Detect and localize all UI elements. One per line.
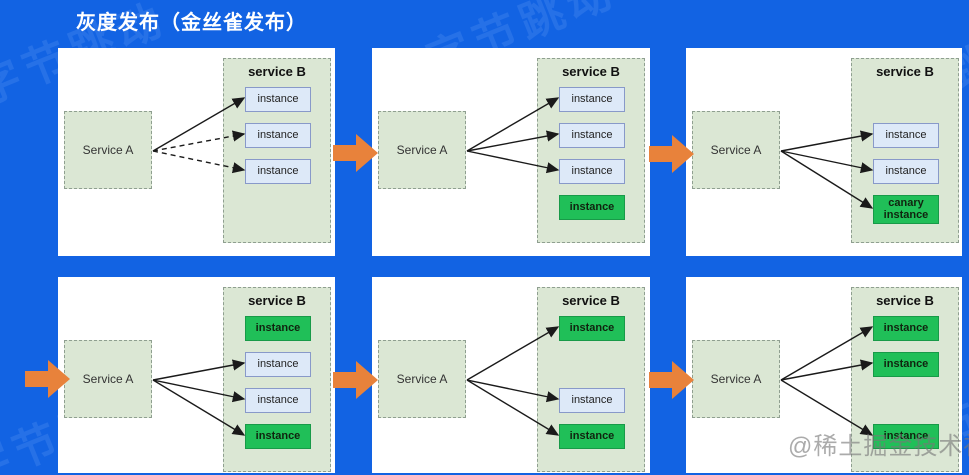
instance-box-blue: instance	[245, 159, 311, 184]
instance-box-blue: instance	[245, 352, 311, 377]
service-b-group: service B instance instance instance	[223, 58, 331, 243]
flow-step1-to-step2-icon	[333, 134, 378, 172]
service-a-box: Service A	[64, 111, 152, 189]
panel-step-5: Service A service B instance instance instan…	[372, 277, 650, 473]
page-title: 灰度发布（金丝雀发布）	[76, 12, 307, 34]
instance-box-green: instance	[873, 424, 939, 449]
service-b-label: service B	[562, 293, 620, 308]
service-a-box: Service A	[692, 111, 780, 189]
service-a-box: Service A	[378, 111, 466, 189]
canary-instance-box-green: canary instance	[873, 195, 939, 224]
instance-box-blue: instance	[873, 159, 939, 184]
service-b-group: service B instance instance canary instance	[851, 58, 959, 243]
service-b-label: service B	[876, 293, 934, 308]
flow-step5-to-step6-icon	[649, 361, 694, 399]
service-b-group: service B instance instance instance	[851, 287, 959, 472]
instance-box-blue: instance	[559, 123, 625, 148]
panel-step-3: Service A service B instance instance canary…	[686, 48, 962, 256]
instance-box-blue: instance	[245, 87, 311, 112]
instance-box-blue: instance	[559, 388, 625, 413]
flow-step4-to-step5-icon	[333, 361, 378, 399]
instance-box-blue: instance	[873, 123, 939, 148]
instance-box-green: instance	[245, 316, 311, 341]
panel-step-1: Service A service B instance instance instan…	[58, 48, 335, 256]
instance-box-blue: instance	[245, 123, 311, 148]
panel-step-6: Service A service B instance instance instan…	[686, 277, 962, 473]
service-b-label: service B	[248, 293, 306, 308]
service-b-group: service B instance instance instance	[537, 287, 645, 472]
service-b-label: service B	[876, 64, 934, 79]
instance-box-blue: instance	[559, 87, 625, 112]
instance-box-green: instance	[559, 316, 625, 341]
flow-step2-to-step3-icon	[649, 135, 694, 173]
service-b-group: service B instance instance instance instanc…	[223, 287, 331, 472]
panel-step-4: Service A service B instance instance instan…	[58, 277, 335, 473]
service-b-label: service B	[248, 64, 306, 79]
service-a-box: Service A	[64, 340, 152, 418]
service-b-group: service B instance instance instance instanc…	[537, 58, 645, 243]
service-b-label: service B	[562, 64, 620, 79]
instance-box-blue: instance	[245, 388, 311, 413]
service-a-box: Service A	[692, 340, 780, 418]
service-a-box: Service A	[378, 340, 466, 418]
instance-box-green: instance	[559, 424, 625, 449]
panel-step-2: Service A service B instance instance instan…	[372, 48, 650, 256]
instance-box-green: instance	[245, 424, 311, 449]
instance-box-green: instance	[873, 352, 939, 377]
instance-box-blue: instance	[559, 159, 625, 184]
flow-wrap-to-step4-icon	[25, 360, 70, 398]
instance-box-green: instance	[873, 316, 939, 341]
instance-box-green: instance	[559, 195, 625, 220]
